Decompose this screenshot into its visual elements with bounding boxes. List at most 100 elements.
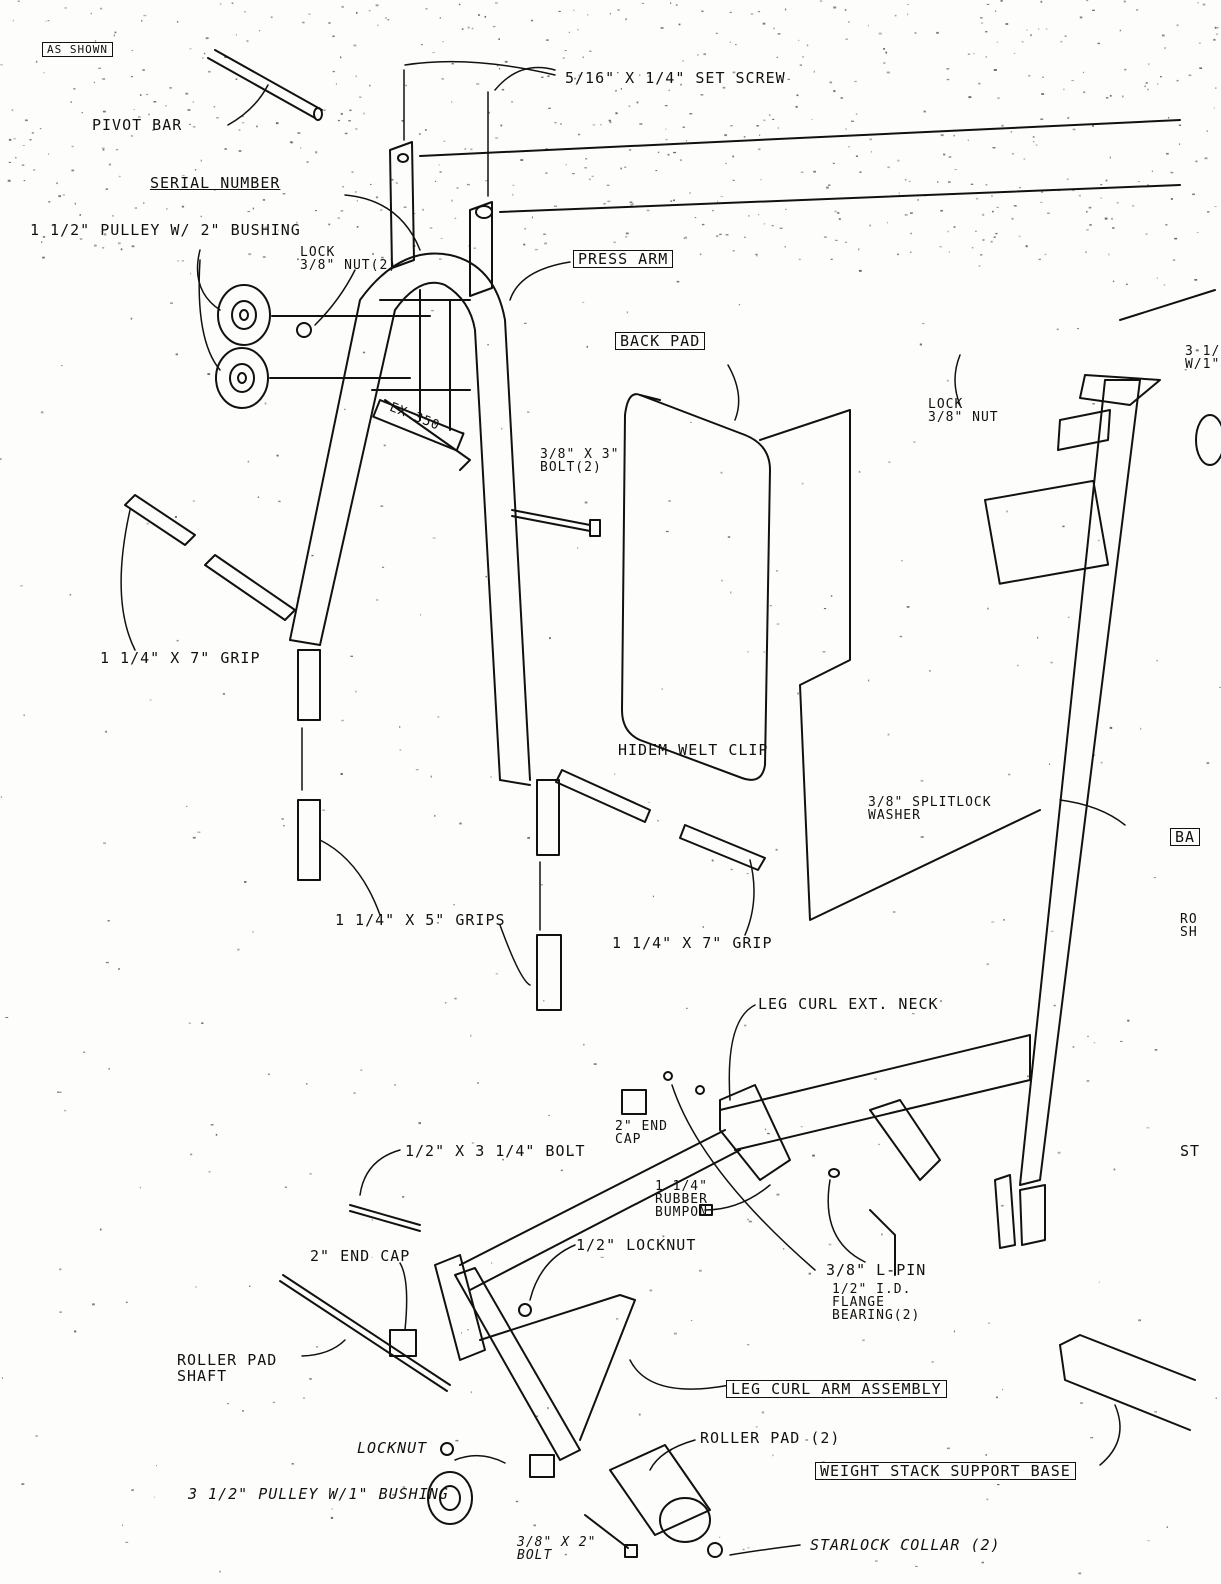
speckle bbox=[985, 1454, 987, 1456]
speckle bbox=[359, 96, 362, 98]
speckle bbox=[534, 248, 538, 251]
speckle bbox=[315, 151, 318, 154]
speckle bbox=[747, 1344, 750, 1346]
speckle bbox=[1194, 279, 1198, 281]
speckle bbox=[587, 14, 589, 16]
speckle bbox=[894, 14, 897, 17]
speckle bbox=[118, 175, 121, 178]
speckle bbox=[1050, 661, 1053, 664]
speckle bbox=[490, 776, 492, 778]
speckle bbox=[920, 836, 924, 838]
speckle bbox=[264, 226, 268, 229]
speckle bbox=[405, 84, 407, 87]
speckle bbox=[1170, 171, 1174, 174]
speckle bbox=[1137, 181, 1140, 183]
speckle bbox=[467, 1329, 469, 1331]
speckle bbox=[203, 52, 206, 55]
speckle bbox=[102, 148, 105, 151]
speckle bbox=[1045, 28, 1048, 30]
speckle bbox=[248, 253, 252, 256]
speckle bbox=[1215, 1397, 1217, 1399]
pivot-bar bbox=[207, 49, 323, 121]
speckle bbox=[948, 156, 952, 158]
speckle bbox=[990, 240, 993, 243]
speckle bbox=[309, 1173, 312, 1175]
speckle bbox=[202, 57, 204, 59]
speckle bbox=[451, 101, 453, 103]
speckle bbox=[629, 201, 633, 204]
rubber-bumpon-label: 1 1/4" RUBBER BUMPON bbox=[655, 1179, 708, 1220]
speckle bbox=[772, 118, 775, 120]
speckle bbox=[812, 1154, 815, 1157]
speckle bbox=[527, 411, 530, 413]
speckle bbox=[131, 49, 134, 52]
speckle bbox=[302, 21, 305, 24]
speckle bbox=[487, 343, 489, 346]
speckle bbox=[451, 199, 453, 202]
speckle bbox=[648, 75, 651, 77]
speckle bbox=[63, 1109, 67, 1112]
speckle bbox=[309, 1378, 312, 1380]
speckle bbox=[1219, 686, 1221, 688]
speckle bbox=[1005, 23, 1009, 25]
speckle bbox=[613, 241, 616, 244]
speckle bbox=[948, 181, 951, 183]
speckle bbox=[454, 217, 457, 219]
speckle bbox=[869, 224, 871, 227]
speckle bbox=[59, 1311, 62, 1313]
speckle bbox=[1072, 1046, 1075, 1048]
speckle bbox=[1176, 24, 1179, 27]
speckle bbox=[811, 119, 813, 121]
speckle bbox=[746, 873, 749, 875]
speckle bbox=[1199, 67, 1203, 69]
speckle bbox=[936, 31, 939, 34]
speckle bbox=[270, 16, 273, 19]
speckle bbox=[997, 1484, 1000, 1486]
speckle bbox=[1207, 211, 1210, 213]
speckle bbox=[276, 454, 279, 457]
speckle bbox=[48, 201, 51, 203]
speckle bbox=[69, 594, 72, 596]
speckle bbox=[484, 15, 487, 18]
speckle bbox=[833, 6, 837, 9]
speckle bbox=[455, 1439, 459, 1442]
speckle bbox=[875, 1560, 878, 1562]
speckle bbox=[1040, 201, 1043, 203]
speckle bbox=[11, 109, 14, 112]
pulley-wheels bbox=[215, 284, 431, 409]
speckle bbox=[544, 242, 547, 245]
speckle bbox=[701, 10, 704, 13]
speckle bbox=[23, 180, 26, 182]
speckle bbox=[134, 207, 138, 209]
speckle bbox=[1027, 1075, 1030, 1078]
speckle bbox=[686, 1007, 688, 1009]
speckle bbox=[1041, 93, 1045, 95]
speckle bbox=[986, 963, 989, 966]
speckle bbox=[353, 44, 357, 47]
speckle bbox=[1206, 130, 1208, 132]
speckle bbox=[826, 186, 829, 189]
speckle bbox=[485, 180, 488, 182]
speckle bbox=[813, 170, 816, 173]
speckle bbox=[1000, 0, 1003, 2]
speckle bbox=[771, 225, 774, 227]
speckle bbox=[1071, 80, 1075, 81]
speckle bbox=[264, 402, 267, 405]
l-pin bbox=[699, 1168, 896, 1276]
speckle bbox=[985, 184, 988, 186]
speckle bbox=[70, 101, 72, 103]
speckle bbox=[532, 216, 533, 219]
speckle bbox=[257, 496, 260, 498]
speckle bbox=[190, 1153, 193, 1156]
speckle bbox=[572, 173, 575, 175]
speckle bbox=[767, 1132, 770, 1135]
speckle bbox=[1216, 27, 1219, 29]
speckle bbox=[562, 57, 565, 59]
speckle bbox=[340, 773, 343, 775]
speckle bbox=[730, 125, 733, 127]
speckle bbox=[12, 19, 14, 22]
speckle bbox=[703, 53, 706, 56]
speckle bbox=[470, 1034, 472, 1037]
speckle bbox=[114, 31, 117, 34]
speckle bbox=[729, 41, 731, 43]
